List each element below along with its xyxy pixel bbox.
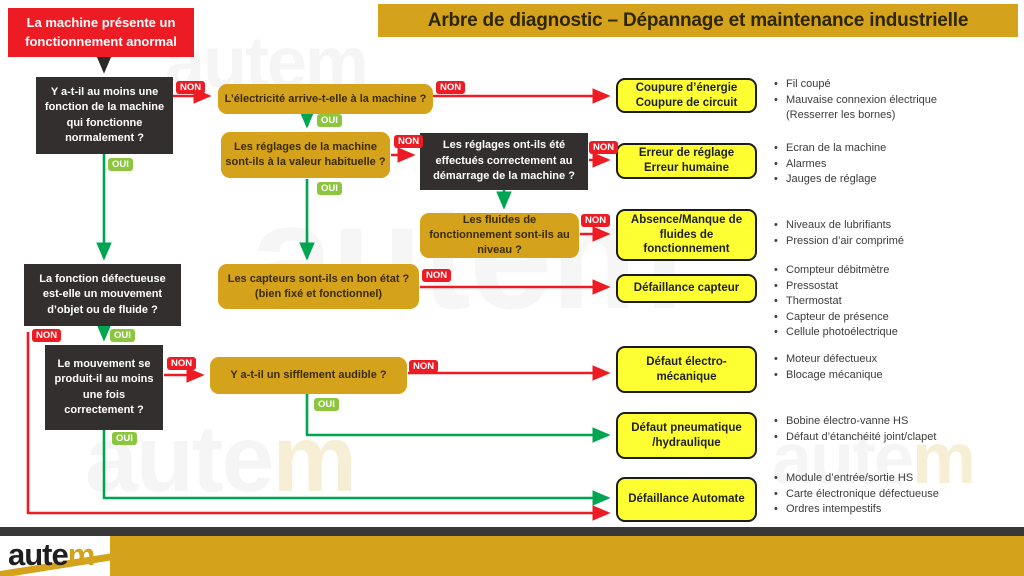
cause-item: Pressostat [772, 279, 1022, 295]
node-question-reglages-demarrage: Les réglages ont-ils été effectués corre… [420, 133, 588, 190]
cause-list-reglage: Ecran de la machine Alarmes Jauges de ré… [772, 141, 1022, 188]
cause-item: Carte électronique défectueuse [772, 487, 1022, 503]
cause-item: Cellule photoélectrique [772, 325, 1022, 341]
edge-label-non: NON [436, 81, 466, 95]
node-result-erreur-reglage: Erreur de réglage Erreur humaine [616, 143, 757, 179]
edge-label-non: NON [176, 81, 206, 95]
cause-item: Pression d’air comprimé [772, 234, 1022, 250]
cause-item: Ordres intempestifs [772, 502, 1022, 518]
edge-label-oui: OUI [314, 398, 339, 412]
logo-text: autem [8, 537, 95, 572]
edge-label-oui: OUI [317, 182, 342, 196]
cause-item: Jauges de réglage [772, 172, 1022, 188]
node-question-reglages-valeur: Les réglages de la machine sont-ils à la… [221, 132, 390, 178]
edge-label-oui: OUI [108, 158, 133, 172]
node-question-electricite: L’électricité arrive-t-elle à la machine… [218, 84, 433, 114]
cause-item: Fil coupé [772, 77, 1022, 93]
cause-list-electromeca: Moteur défectueux Blocage mécanique [772, 352, 1022, 383]
node-result-defaillance-capteur: Défaillance capteur [616, 274, 757, 303]
node-question-capteurs: Les capteurs sont-ils en bon état ? (bie… [218, 264, 419, 309]
arrow-oui-sifflement-to-pneumatique [305, 394, 611, 443]
cause-item: Thermostat [772, 294, 1022, 310]
cause-item: Défaut d’étanchéité joint/clapet [772, 430, 1022, 446]
node-result-coupure-energie: Coupure d’énergie Coupure de circuit [616, 78, 757, 113]
cause-item: Capteur de présence [772, 310, 1022, 326]
cause-item: Compteur débitmètre [772, 263, 1022, 279]
edge-label-non: NON [394, 135, 424, 149]
footer-gold-bar [110, 536, 1024, 576]
node-result-defaut-electromecanique: Défaut électro- mécanique [616, 346, 757, 393]
cause-item: Bobine électro-vanne HS [772, 414, 1022, 430]
cause-item: Module d’entrée/sortie HS [772, 471, 1022, 487]
autem-logo: autem [0, 536, 110, 576]
edge-label-non: NON [581, 214, 611, 228]
node-question-sifflement: Y a-t-il un sifflement audible ? [210, 357, 407, 394]
node-result-absence-fluides: Absence/Manque de fluides de fonctionnem… [616, 209, 757, 261]
node-start: La machine présente un fonctionnement an… [8, 8, 194, 57]
page-title: Arbre de diagnostic – Dépannage et maint… [378, 4, 1018, 37]
edge-label-non: NON [167, 357, 197, 371]
cause-item: Mauvaise connexion électrique (Resserrer… [772, 93, 1022, 124]
cause-item: Niveaux de lubrifiants [772, 218, 1022, 234]
edge-label-oui: OUI [112, 432, 137, 446]
edge-label-non: NON [32, 329, 62, 343]
footer-dark-strip [0, 527, 1024, 536]
cause-list-automate: Module d’entrée/sortie HS Carte électron… [772, 471, 1022, 518]
node-question-fonction-mouvement: La fonction défectueuse est-elle un mouv… [24, 264, 181, 326]
edge-label-non: NON [422, 269, 452, 283]
edge-label-oui: OUI [110, 329, 135, 343]
cause-list-pneumatique: Bobine électro-vanne HS Défaut d’étanché… [772, 414, 1022, 445]
node-result-defaut-pneumatique: Défaut pneumatique /hydraulique [616, 412, 757, 459]
arrow-oui-mouvement-to-automate [102, 430, 611, 506]
cause-item: Blocage mécanique [772, 368, 1022, 384]
cause-list-fluides: Niveaux de lubrifiants Pression d’air co… [772, 218, 1022, 249]
cause-item: Alarmes [772, 157, 1022, 173]
node-question-mouvement-correct: Le mouvement se produit-il au moins une … [45, 345, 163, 430]
cause-item: Moteur défectueux [772, 352, 1022, 368]
edge-label-non: NON [409, 360, 439, 374]
edge-label-oui: OUI [317, 114, 342, 128]
cause-item: Ecran de la machine [772, 141, 1022, 157]
edge-label-non: NON [589, 141, 619, 155]
cause-list-coupure: Fil coupé Mauvaise connexion électrique … [772, 77, 1022, 124]
node-question-fluides: Les fluides de fonctionnement sont-ils a… [420, 213, 579, 258]
cause-list-capteur: Compteur débitmètre Pressostat Thermosta… [772, 263, 1022, 341]
node-result-defaillance-automate: Défaillance Automate [616, 477, 757, 522]
node-question-fonction-normale: Y a-t-il au moins une fonction de la mac… [36, 77, 173, 154]
